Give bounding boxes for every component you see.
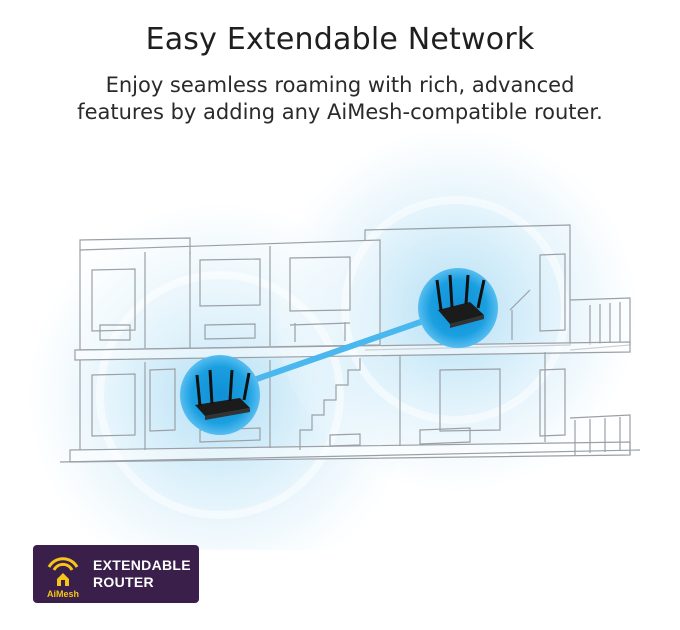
badge-label-line-2: ROUTER [93,574,154,590]
router-icon [180,355,260,435]
house-mesh-diagram [30,130,641,585]
aimesh-badge: AiMesh EXTENDABLE ROUTER [33,545,199,603]
badge-brand: AiMesh [46,589,79,599]
page-title: Easy Extendable Network [145,22,535,57]
mesh-link-line [222,307,458,393]
house-illustration [0,130,680,585]
page-description: Enjoy seamless roaming with rich, advanc… [0,72,680,126]
description-line-1: Enjoy seamless roaming with rich, advanc… [105,73,575,97]
house-signal-icon: AiMesh [41,549,85,599]
router-node-icon [418,268,498,348]
badge-label-line-1: EXTENDABLE [93,557,191,573]
description-line-2: features by adding any AiMesh-compatible… [77,100,603,124]
coverage-ring-left [96,271,344,519]
badge-label: EXTENDABLE ROUTER [93,557,191,591]
